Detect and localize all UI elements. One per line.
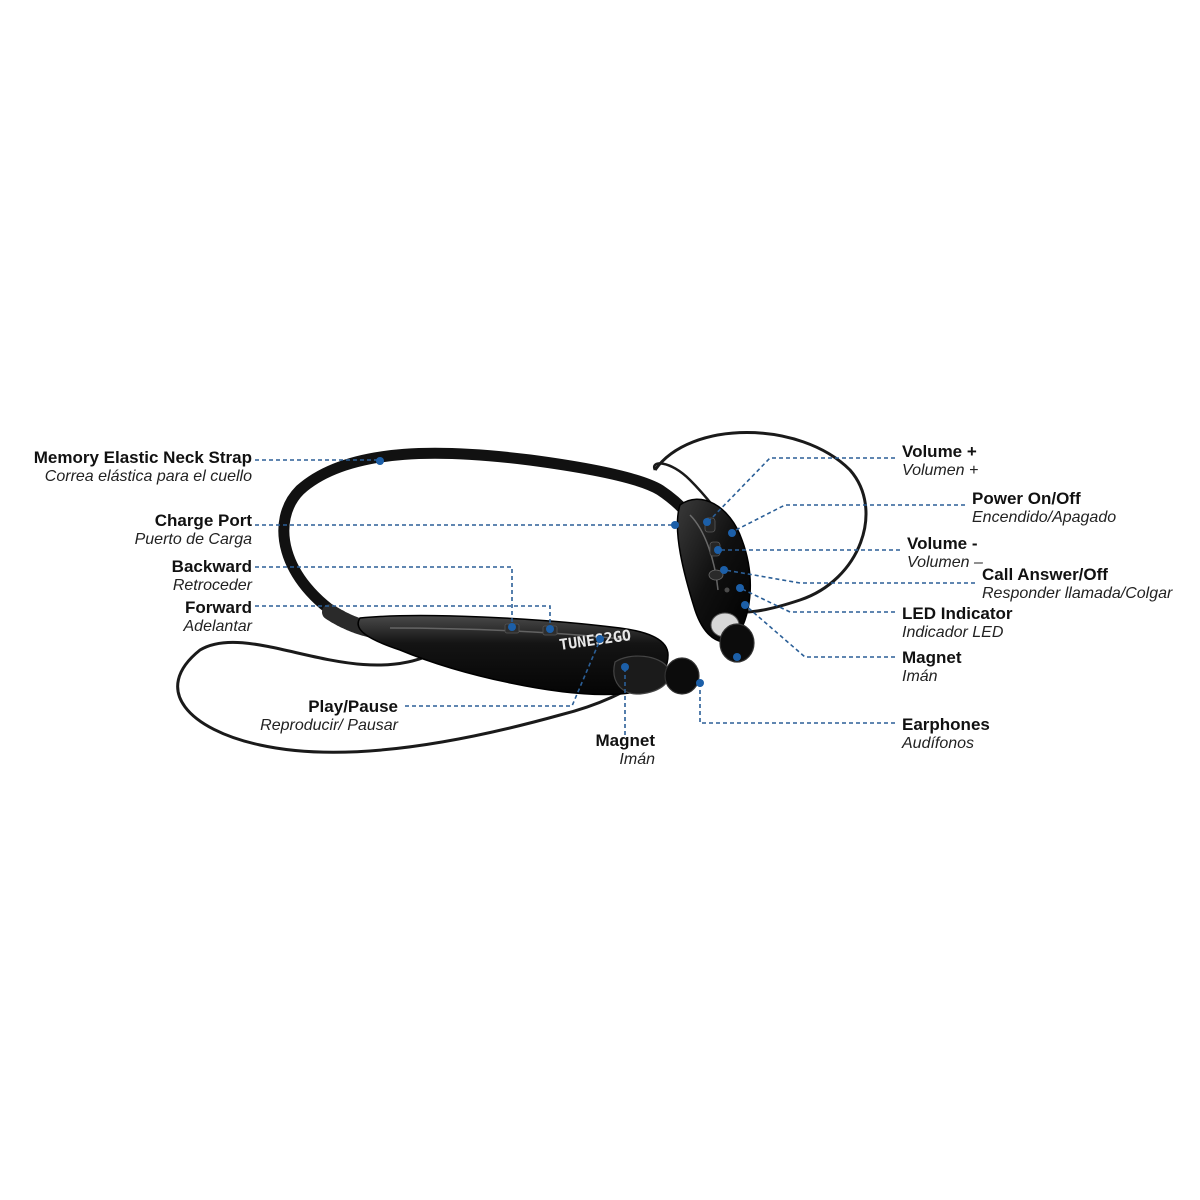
- label-neck-strap-es: Correa elástica para el cuello: [44, 468, 252, 485]
- neck-strap: [278, 447, 698, 626]
- dot-magnet-right: [741, 601, 749, 609]
- label-forward-en: Forward: [184, 598, 252, 617]
- label-volume-up-en: Volume +: [902, 442, 977, 461]
- label-led-es: Indicador LED: [902, 624, 1004, 641]
- label-forward-es: Adelantar: [183, 618, 253, 635]
- label-led-en: LED Indicator: [902, 604, 1013, 623]
- label-magnet-right-es: Imán: [902, 668, 938, 685]
- label-neck-strap-en: Memory Elastic Neck Strap: [33, 448, 252, 467]
- label-neck-strap: Memory Elastic Neck Strap Correa elástic…: [34, 449, 252, 485]
- leader-call: [724, 569, 975, 584]
- leader-volume-up: [707, 457, 895, 523]
- led-indicator: [724, 587, 730, 593]
- label-earphones: Earphones Audífonos: [902, 716, 990, 752]
- callout-dots: [376, 457, 749, 687]
- dot-charge-port: [671, 521, 679, 529]
- dot-earbud-right: [733, 653, 741, 661]
- right-earphone-cable: [653, 431, 868, 614]
- label-charge-port-en: Charge Port: [154, 511, 252, 530]
- left-earphone-cable: [176, 640, 642, 754]
- label-volume-down-en: Volume -: [907, 534, 978, 553]
- label-forward: Forward Adelantar: [184, 599, 253, 635]
- leader-backward: [255, 566, 513, 626]
- dot-led: [736, 584, 744, 592]
- label-call-es: Responder llamada/Colgar: [982, 585, 1173, 602]
- leader-forward: [255, 605, 551, 628]
- left-earbud-tip: [664, 657, 700, 695]
- left-magnet-housing: [613, 655, 670, 695]
- label-magnet-right: Magnet Imán: [902, 649, 962, 685]
- label-magnet-left-es: Imán: [619, 751, 655, 768]
- dot-magnet-left: [621, 663, 629, 671]
- label-power-es: Encendido/Apagado: [972, 509, 1117, 526]
- label-volume-down-es: Volumen –: [907, 554, 983, 571]
- label-play-pause: Play/Pause Reproducir/ Pausar: [260, 698, 398, 734]
- label-power: Power On/Off Encendido/Apagado: [972, 490, 1116, 526]
- dot-call: [720, 566, 728, 574]
- label-led: LED Indicator Indicador LED: [902, 605, 1013, 641]
- dot-play-pause: [596, 635, 604, 643]
- dot-backward: [508, 623, 516, 631]
- label-earphones-es: Audífonos: [902, 735, 975, 752]
- label-volume-up-es: Volumen +: [902, 462, 979, 479]
- label-play-pause-es: Reproducir/ Pausar: [260, 717, 398, 734]
- leader-power: [731, 504, 965, 533]
- call-answer-button[interactable]: [708, 569, 724, 581]
- leader-earphones: [699, 683, 895, 724]
- label-earphones-en: Earphones: [902, 715, 990, 734]
- label-charge-port: Charge Port Puerto de Carga: [135, 512, 252, 548]
- dot-power: [728, 529, 736, 537]
- label-play-pause-en: Play/Pause: [308, 697, 398, 716]
- label-volume-down: Volume - Volumen –: [907, 535, 983, 571]
- label-magnet-left: Magnet Imán: [596, 732, 656, 768]
- right-unit-highlight: [689, 514, 719, 591]
- dot-forward: [546, 625, 554, 633]
- right-earbud-tip: [719, 623, 755, 663]
- label-backward-en: Backward: [171, 557, 252, 576]
- label-magnet-left-en: Magnet: [595, 731, 656, 750]
- dot-volume-up: [703, 518, 711, 526]
- label-backward: Backward Retroceder: [172, 558, 252, 594]
- label-volume-up: Volume + Volumen +: [902, 443, 978, 479]
- leader-magnet-right: [744, 604, 895, 658]
- dot-earphones: [696, 679, 704, 687]
- leader-led: [739, 587, 895, 613]
- label-charge-port-es: Puerto de Carga: [134, 531, 252, 548]
- label-call: Call Answer/Off Responder llamada/Colgar: [982, 566, 1172, 602]
- label-magnet-right-en: Magnet: [902, 648, 962, 667]
- dot-neck-strap: [376, 457, 384, 465]
- label-call-en: Call Answer/Off: [982, 565, 1108, 584]
- dot-volume-down: [714, 546, 722, 554]
- label-backward-es: Retroceder: [172, 577, 252, 594]
- label-power-en: Power On/Off: [972, 489, 1081, 508]
- leader-lines: [255, 457, 975, 735]
